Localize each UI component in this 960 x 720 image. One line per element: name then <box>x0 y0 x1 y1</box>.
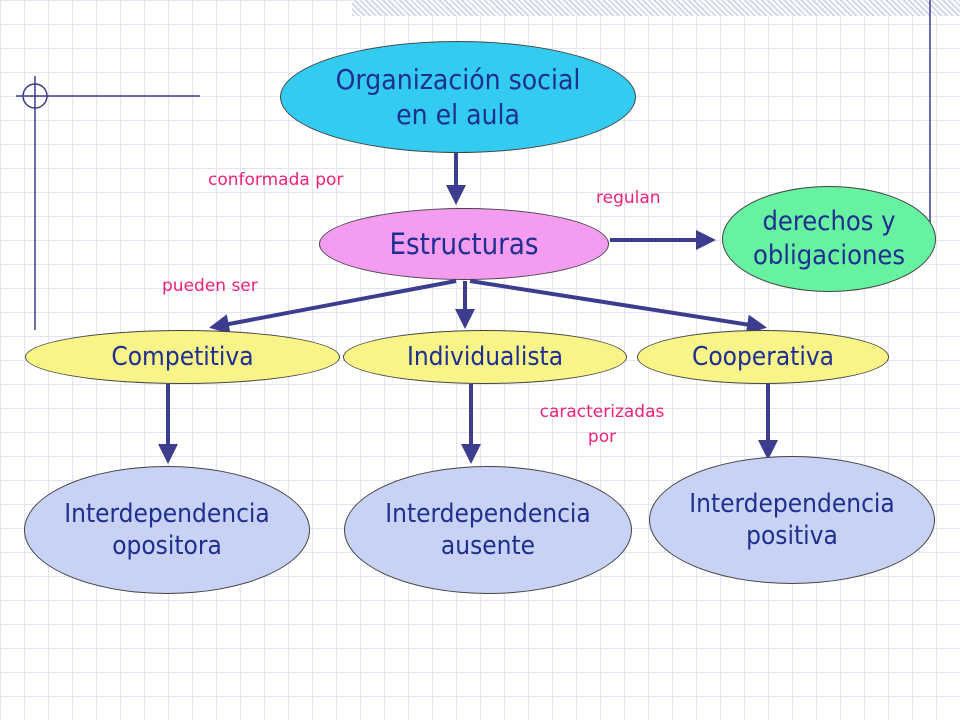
node-organizacion-social: Organización social en el aula <box>280 41 636 153</box>
node-individualista: Individualista <box>343 330 627 384</box>
node-interdependencia-ausente: Interdependencia ausente <box>344 466 632 594</box>
slide-decoration-strip <box>352 0 960 16</box>
edge-label-regulan: regulan <box>596 188 661 208</box>
node-competitiva: Competitiva <box>25 330 340 384</box>
node-cooperativa: Cooperativa <box>637 330 889 384</box>
node-estructuras: Estructuras <box>319 208 609 280</box>
slide-decoration-lines <box>16 0 931 330</box>
edge-label-pueden-ser: pueden ser <box>162 276 258 296</box>
node-interdependencia-opositora: Interdependencia opositora <box>24 466 310 594</box>
node-interdependencia-positiva: Interdependencia positiva <box>649 456 935 584</box>
edge-label-conformada-por: conformada por <box>208 170 344 190</box>
arrow-estructuras-to-cooperativa <box>469 279 767 335</box>
arrow-estructuras-to-competitiva <box>209 279 457 334</box>
node-derechos-obligaciones: derechos y obligaciones <box>722 186 936 292</box>
edge-label-caracterizadas-por: caracterizadas por <box>539 402 665 447</box>
